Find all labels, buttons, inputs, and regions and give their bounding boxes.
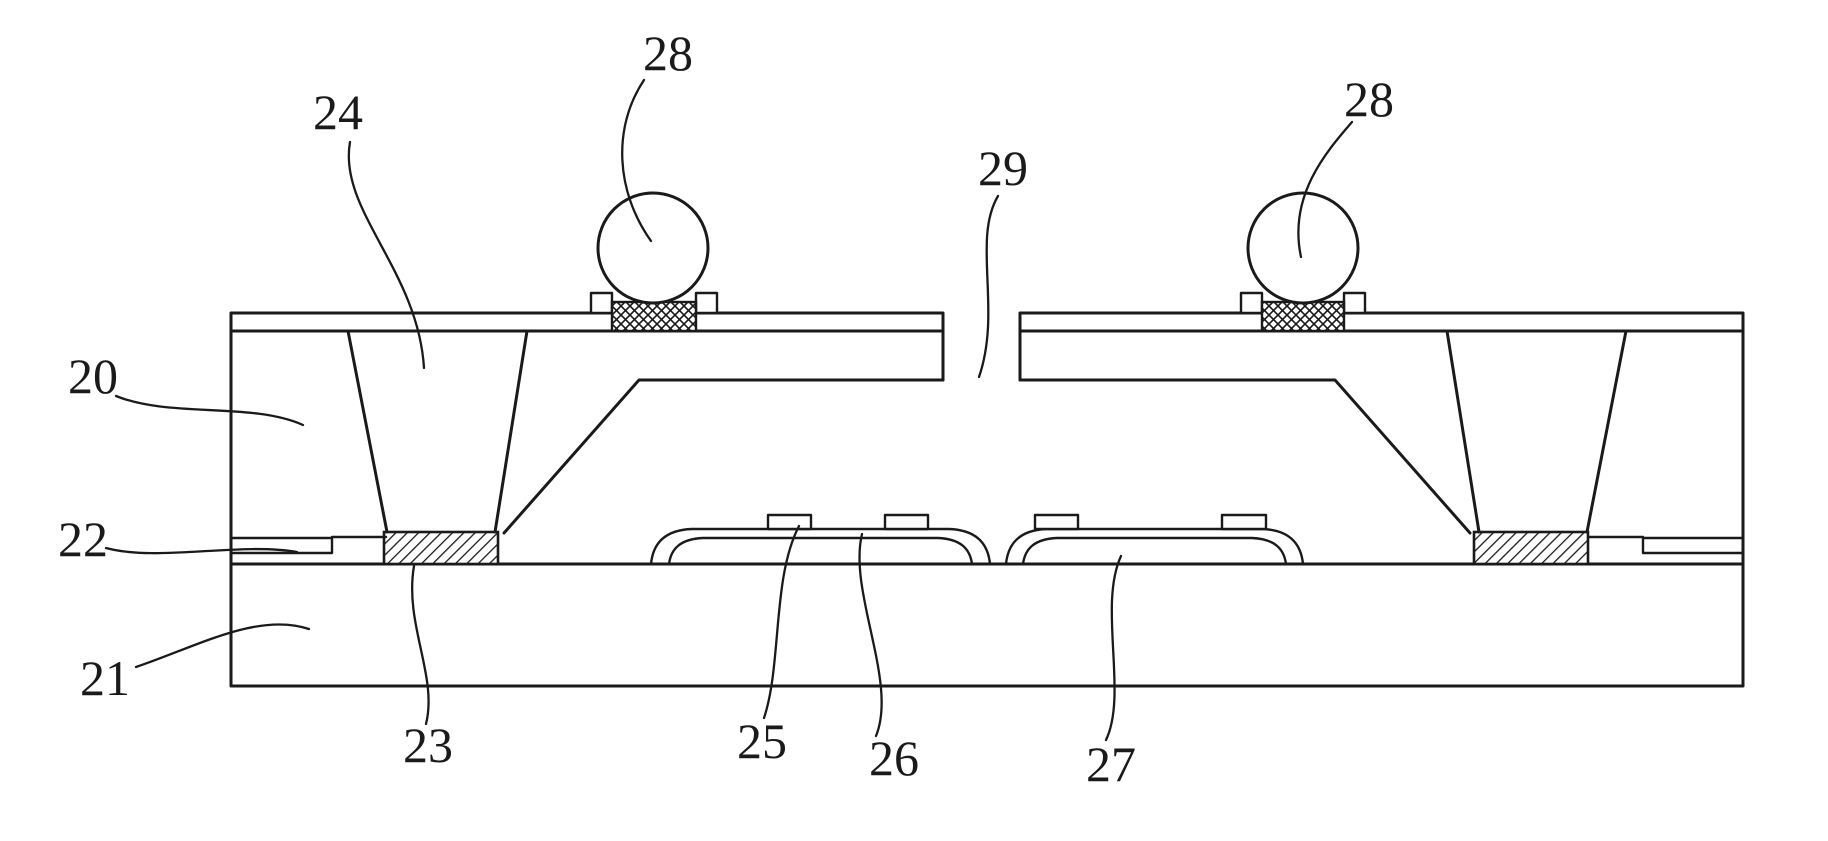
pad-right-crosshatch [1260,300,1346,333]
ref-label-20: 20 [68,348,118,404]
leader-25 [762,524,801,720]
cap-left-cavity-ceiling [502,378,945,535]
ref-label-27: 27 [1086,736,1136,792]
device-right-inner-outline [1021,536,1288,566]
reference-labels: 24 28 29 28 20 22 21 23 25 26 27 [58,25,1394,792]
pad-right-flange-right [1342,291,1367,315]
cap-left-outline [229,311,945,566]
device-right-outer-outline [1004,527,1305,566]
pad-left-flange-left [589,291,614,315]
solder-ball-left [596,191,710,305]
leader-22 [104,546,299,555]
pad-left-crosshatch [610,300,698,333]
device-bump-4 [1220,513,1268,531]
cap-right-cavity-ceiling [1018,378,1472,535]
substrate-body [229,562,1745,688]
cap-right-outline [1018,311,1745,566]
device-left-outer-outline [649,527,992,566]
cap-left-via-wall-left [346,329,389,534]
device-bump-3 [1033,513,1080,531]
cavity-devices [649,513,1305,566]
ref-label-24: 24 [313,84,363,140]
solder-balls [596,191,1360,305]
ref-label-28-right: 28 [1344,71,1394,127]
cap-left-via-wall-right [493,329,529,534]
pad-right-flange-left [1239,291,1264,315]
wiring-strip-right [1641,536,1745,555]
leader-24 [347,140,426,370]
cap-right-half [1018,311,1745,566]
solder-ball-right [1246,191,1360,305]
substrate [229,562,1745,688]
leader-20 [114,394,305,427]
ref-label-22: 22 [58,511,108,567]
plug-right-hatched [1472,530,1590,566]
device-bump-1 [766,513,813,531]
leader-26 [858,532,883,738]
ref-label-23: 23 [403,717,453,773]
leader-lines [104,78,1354,742]
ref-label-28-left: 28 [643,25,693,81]
device-bump-2 [883,513,930,531]
ref-label-26: 26 [869,730,919,786]
device-left-inner-outline [667,536,974,566]
pad-left-flange-right [694,291,719,315]
plug-left-hatched [382,530,500,566]
ref-label-29: 29 [978,140,1028,196]
leader-27 [1104,554,1123,742]
ref-label-25: 25 [737,713,787,769]
cap-right-via-wall-left [1445,329,1481,534]
ref-label-21: 21 [80,650,130,706]
leader-21 [134,623,311,669]
leader-28-left [621,78,653,243]
leader-23 [410,564,430,726]
cap-left-half [229,311,945,566]
leader-29 [977,194,1000,379]
cap-right-via-wall-right [1585,329,1628,534]
leader-28-right [1297,120,1354,259]
conductive-plugs [382,530,1590,566]
ball-pads [589,291,1367,333]
